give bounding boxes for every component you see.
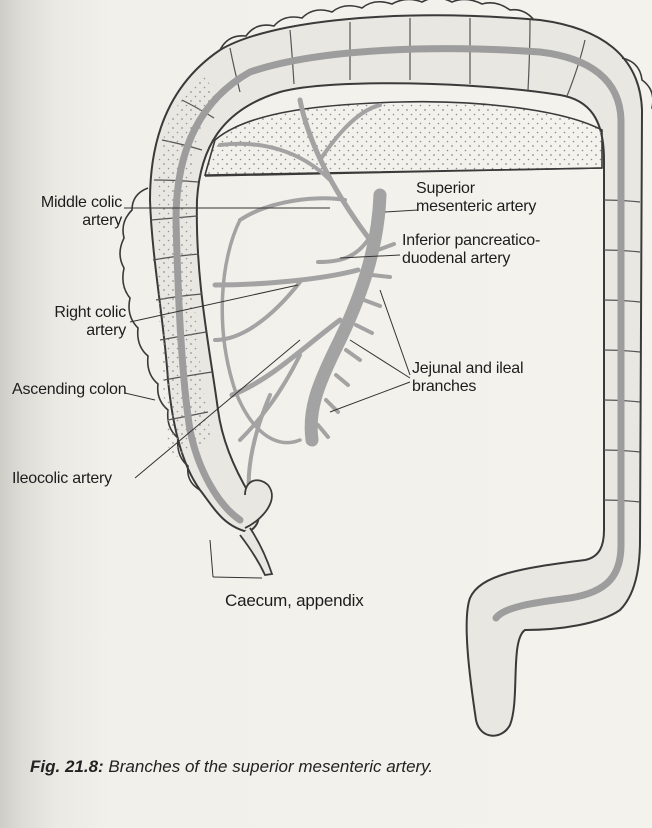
label-jejunal-line2: branches <box>412 378 523 396</box>
figure-caption: Fig. 21.8: Branches of the superior mese… <box>30 757 650 777</box>
label-caecum-appendix: Caecum, appendix <box>225 592 364 610</box>
label-superior-line1: Superior <box>416 180 536 198</box>
label-middle-colic-artery: Middle colic artery <box>14 194 122 230</box>
right-colic-branch <box>215 270 358 285</box>
label-middle-colic-line2: artery <box>14 212 122 230</box>
label-inferior-pancreaticoduodenal-artery: Inferior pancreatico- duodenal artery <box>402 232 540 268</box>
label-right-colic-line1: Right colic <box>14 304 126 322</box>
label-jejunal-ileal-branches: Jejunal and ileal branches <box>412 360 523 396</box>
label-middle-colic-line1: Middle colic <box>14 194 122 212</box>
label-superior-line2: mesenteric artery <box>416 198 536 216</box>
arterial-arcade <box>222 220 300 443</box>
label-ileocolic-artery: Ileocolic artery <box>12 470 112 488</box>
label-jejunal-line1: Jejunal and ileal <box>412 360 523 378</box>
sma-trunk <box>311 195 380 440</box>
label-inferior-line1: Inferior pancreatico- <box>402 232 540 250</box>
caption-figure-number: Fig. 21.8: <box>30 757 104 776</box>
inferior-pancreaticoduodenal-branch <box>318 240 368 262</box>
label-superior-mesenteric-artery: Superior mesenteric artery <box>416 180 536 216</box>
label-right-colic-line2: artery <box>14 322 126 340</box>
transverse-mesocolon <box>205 102 602 175</box>
label-right-colic-artery: Right colic artery <box>14 304 126 340</box>
label-inferior-line2: duodenal artery <box>402 250 540 268</box>
caption-text: Branches of the superior mesenteric arte… <box>108 757 433 776</box>
label-ascending-colon: Ascending colon <box>12 381 126 399</box>
